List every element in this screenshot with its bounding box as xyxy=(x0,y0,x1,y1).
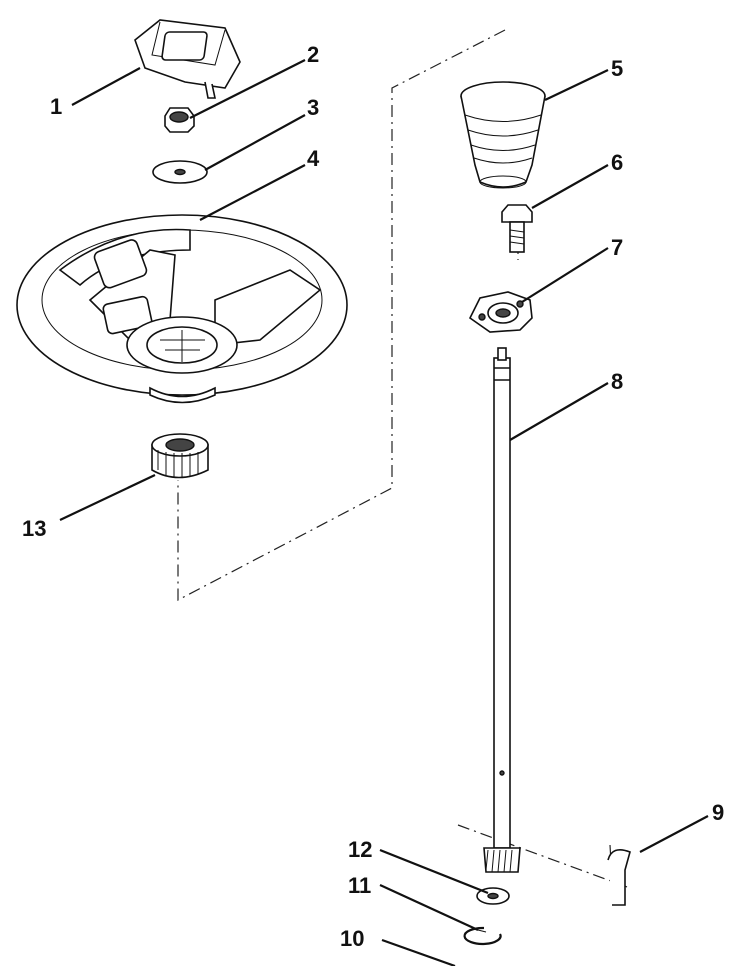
callout-10: 10 xyxy=(340,926,364,951)
part-bolt xyxy=(501,204,533,253)
part-steering-boot xyxy=(460,81,546,189)
callout-3: 3 xyxy=(307,95,319,120)
part-nut xyxy=(164,107,195,133)
callout-1: 1 xyxy=(50,94,62,119)
callout-labels: 1 2 3 4 5 6 7 8 9 10 11 12 13 xyxy=(22,42,724,951)
callout-2: 2 xyxy=(307,42,319,67)
part-horn-cap xyxy=(134,19,241,99)
part-washer xyxy=(152,160,208,184)
callout-6: 6 xyxy=(611,150,623,175)
assembly-dashed-lines xyxy=(177,29,631,889)
callout-7: 7 xyxy=(611,235,623,260)
callout-4: 4 xyxy=(307,146,320,171)
part-flange-bearing xyxy=(468,291,533,333)
callout-8: 8 xyxy=(611,369,623,394)
part-bracket-tab xyxy=(607,849,631,906)
callout-5: 5 xyxy=(611,56,623,81)
callout-11: 11 xyxy=(348,873,371,898)
callout-12: 12 xyxy=(348,837,372,862)
callout-9: 9 xyxy=(712,800,724,825)
leader-lines xyxy=(59,59,709,966)
part-splined-adapter xyxy=(151,433,209,479)
part-steering-wheel xyxy=(16,214,348,404)
part-retaining-ring xyxy=(463,926,502,946)
callout-13: 13 xyxy=(22,516,46,541)
part-steering-shaft xyxy=(483,347,521,873)
